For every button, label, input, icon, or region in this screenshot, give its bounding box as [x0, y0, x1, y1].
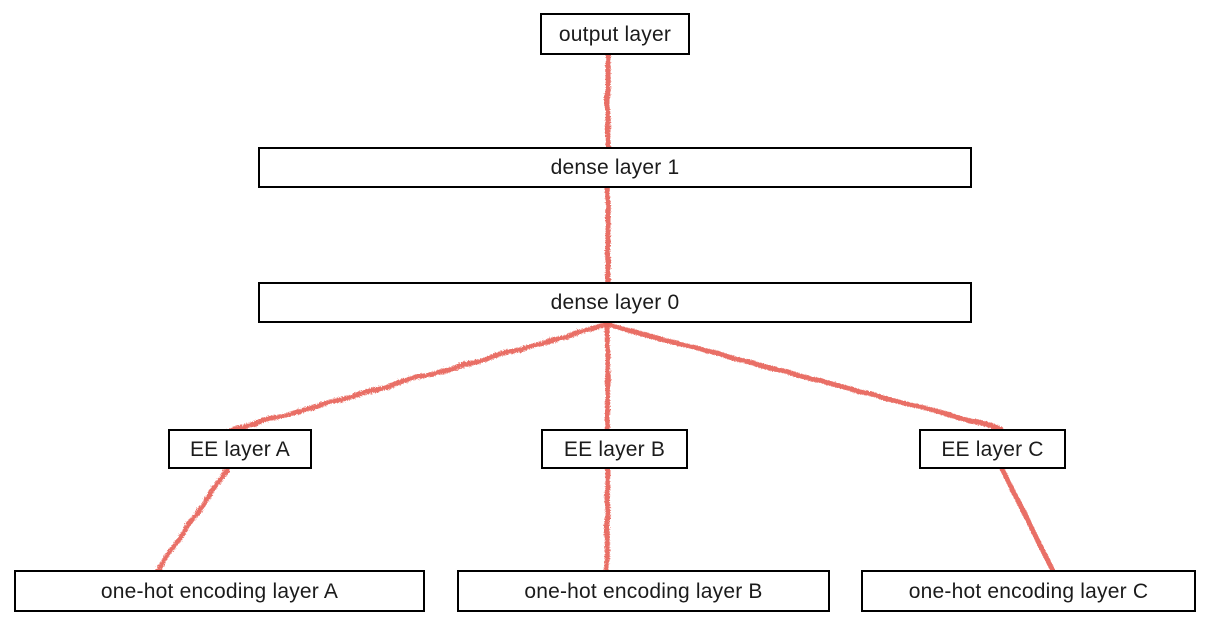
node-output-layer: output layer: [540, 13, 690, 55]
node-label-dense-layer-0: dense layer 0: [550, 291, 680, 314]
edge-ee-layer-c--one-hot-encoding-layer-c: [999, 466, 1056, 575]
node-ee-layer-a: EE layer A: [168, 429, 312, 469]
node-label-one-hot-encoding-layer-b: one-hot encoding layer B: [524, 579, 763, 603]
node-label-ee-layer-c: EE layer C: [941, 437, 1044, 461]
node-label-one-hot-encoding-layer-a: one-hot encoding layer A: [100, 579, 339, 603]
edge-ee-layer-a--one-hot-encoding-layer-a: [152, 466, 229, 575]
edge-ee-layer-b--one-hot-encoding-layer-b: [603, 466, 610, 575]
node-dense-layer-1: dense layer 1: [258, 147, 972, 188]
node-label-ee-layer-a: EE layer A: [189, 437, 291, 461]
edge-dense-layer-0--ee-layer-c: [604, 321, 1003, 431]
edge-dense-layer-0--ee-layer-a: [225, 321, 610, 433]
node-ee-layer-c: EE layer C: [919, 429, 1066, 469]
node-label-one-hot-encoding-layer-c: one-hot encoding layer C: [908, 579, 1149, 603]
node-label-dense-layer-1: dense layer 1: [550, 156, 680, 179]
node-dense-layer-0: dense layer 0: [258, 282, 972, 323]
node-one-hot-encoding-layer-a: one-hot encoding layer A: [14, 570, 425, 612]
node-ee-layer-b: EE layer B: [541, 429, 688, 469]
node-one-hot-encoding-layer-c: one-hot encoding layer C: [861, 570, 1196, 612]
node-label-ee-layer-b: EE layer B: [563, 437, 666, 461]
node-one-hot-encoding-layer-b: one-hot encoding layer B: [457, 570, 830, 612]
node-label-output-layer: output layer: [558, 22, 672, 46]
